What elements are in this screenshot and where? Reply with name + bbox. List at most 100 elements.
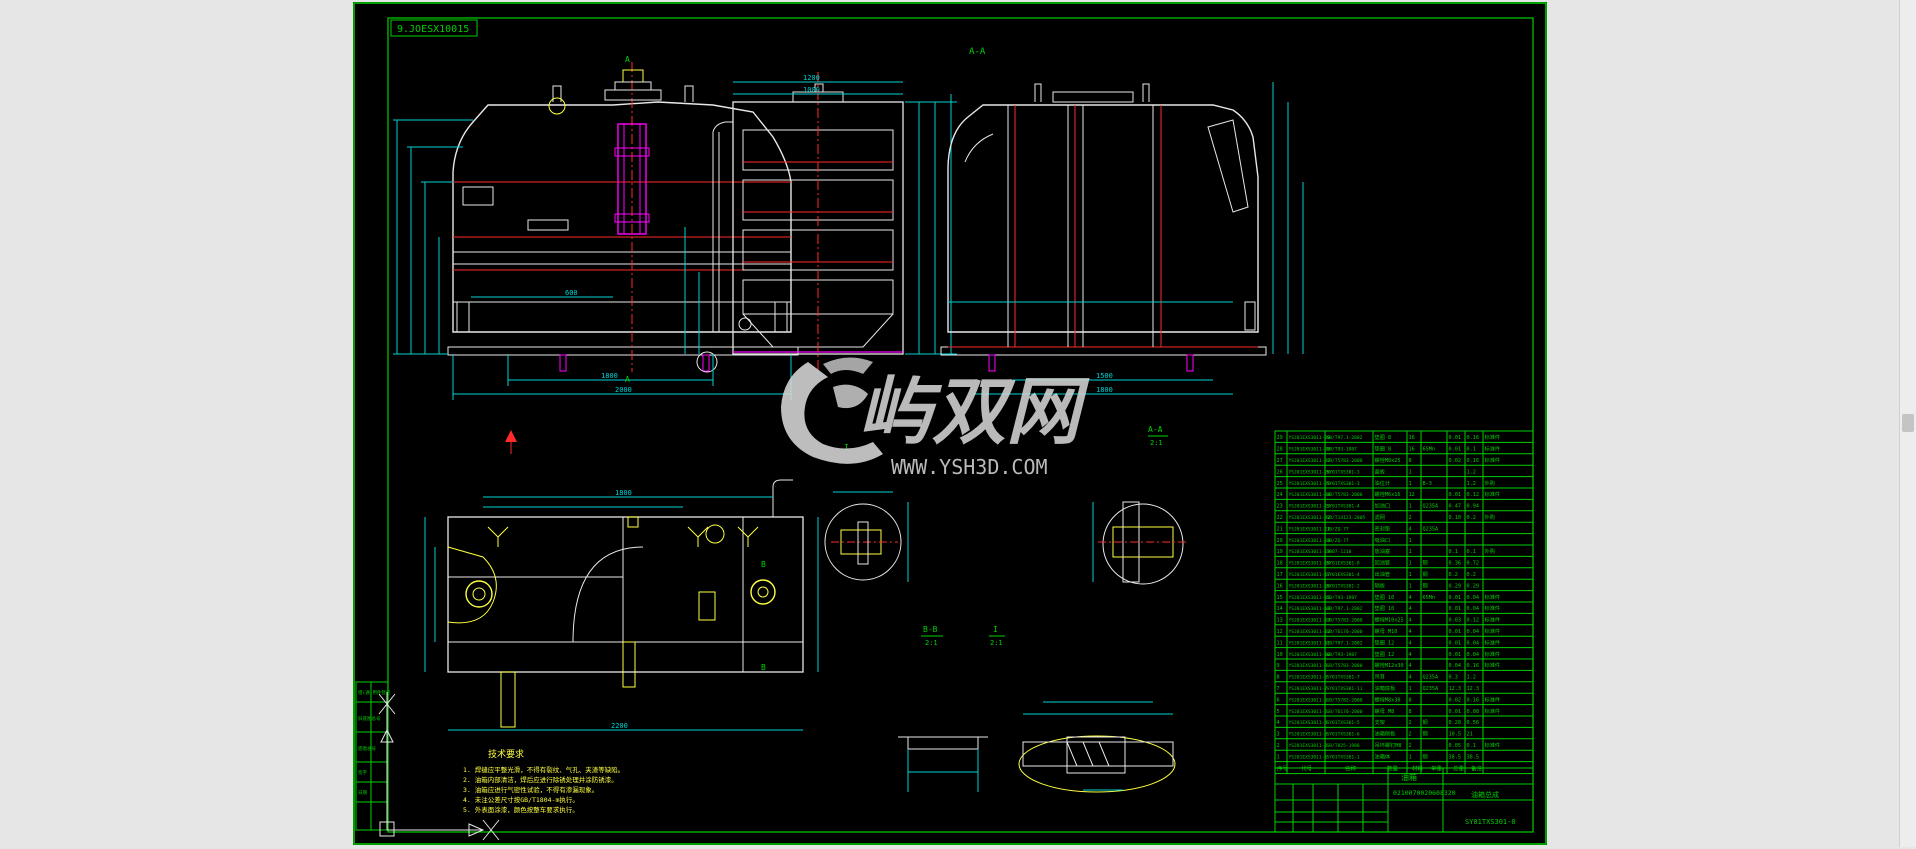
bom-cell: 2 xyxy=(1409,743,1412,749)
bom-cell: 4 xyxy=(1409,652,1412,658)
bom-cell: 2 xyxy=(1409,732,1412,738)
bom-cell: 26 xyxy=(1277,469,1283,475)
bom-cell: 0.1 xyxy=(1467,549,1476,555)
bom-cell: 滤网 xyxy=(1375,513,1385,521)
title-part-code: 0210070020608320 xyxy=(1393,789,1456,797)
bom-cell: SY01TXS301-1 xyxy=(1327,754,1360,760)
bom-cell: 0.04 xyxy=(1467,652,1480,658)
bom-cell: 25 xyxy=(1277,481,1283,487)
bom-cell: 0.12 xyxy=(1467,618,1480,624)
bom-cell: 0.02 xyxy=(1449,697,1462,703)
bom-cell: SY01TXS301-6 xyxy=(1327,732,1360,738)
bom-cell: 标准件 xyxy=(1485,650,1501,658)
bom-cell: 标准件 xyxy=(1485,661,1501,669)
bom-cell: 标准件 xyxy=(1485,445,1501,453)
bom-cell: 24 xyxy=(1277,492,1283,498)
front-view: 2000 1800 600 A A xyxy=(393,55,799,400)
detail-view-flange xyxy=(1018,701,1176,793)
bom-cell: 10.5 xyxy=(1449,732,1462,738)
bom-cell: YSJ01EXS3011-24 xyxy=(1289,492,1331,498)
bom-cell: 0.03 xyxy=(1449,618,1462,624)
scrollbar-thumb[interactable] xyxy=(1902,414,1914,432)
detail-view-aa: A-A 2:1 xyxy=(1092,425,1188,585)
title-block: 油箱 0210070020608320 油箱总成 SY01TXS301-0 xyxy=(1274,767,1534,833)
bom-cell: 28 xyxy=(1277,447,1283,453)
bom-cell: YSJ01EXS3011-23 xyxy=(1289,504,1331,510)
bom-cell: 出油管 xyxy=(1375,570,1391,578)
title-project: 油箱 xyxy=(1401,772,1417,782)
bom-cell: 标准件 xyxy=(1485,707,1501,715)
bom-cell: GB/T5783-2000 xyxy=(1327,618,1363,624)
bom-cell: 0.16 xyxy=(1467,663,1480,669)
bom-cell: 12 xyxy=(1277,629,1283,635)
strip-label-3: 底图总号 xyxy=(358,745,376,752)
bom-cell: 0.29 xyxy=(1467,583,1480,589)
detail-aa-title: A-A xyxy=(1148,425,1163,434)
bom-cell: 油箱底板 xyxy=(1375,684,1397,692)
bom-cell: 1 xyxy=(1409,538,1412,544)
bom-cell: GB/T93-1987 xyxy=(1327,652,1358,658)
detail-aa-scale: 2:1 xyxy=(1150,439,1163,447)
bom-cell: 支架 xyxy=(1375,718,1385,726)
bom-cell: 油位计 xyxy=(1375,479,1391,487)
bom-cell: 14 xyxy=(1277,606,1283,612)
bom-cell: Q235A xyxy=(1423,686,1439,692)
plan-view: 2200 1800 B B xyxy=(424,430,819,731)
bom-cell: 0.2 xyxy=(1449,572,1458,578)
bom-cell: 10 xyxy=(1277,652,1283,658)
bom-cell: 1 xyxy=(1409,504,1412,510)
bom-cell: 0.01 xyxy=(1449,652,1462,658)
section-aa-title: A-A xyxy=(969,47,986,57)
bom-cell: SY01TXS301-5 xyxy=(1327,720,1360,726)
bom-cell: 0.28 xyxy=(1449,720,1462,726)
bom-header-cell: 序号 xyxy=(1277,765,1289,773)
front-width-dim: 2000 xyxy=(615,386,632,394)
bom-cell: 标准件 xyxy=(1485,456,1501,464)
bom-cell: 1 xyxy=(1409,481,1412,487)
detail-bb-title: B-B xyxy=(923,625,938,634)
strip-label-1: 借(通)用件登记 xyxy=(358,689,391,696)
tech-notes-title: 技术要求 xyxy=(488,748,524,760)
bom-cell: GB/T5782-2000 xyxy=(1327,697,1363,703)
bom-cell: 0.04 xyxy=(1467,629,1480,635)
bom-cell: 12.3 xyxy=(1449,686,1462,692)
vertical-scrollbar[interactable] xyxy=(1899,0,1916,847)
bom-cell: GB/T97.1-2002 xyxy=(1327,435,1363,441)
bom-cell: YSJ01EXS3011-13 xyxy=(1289,618,1331,624)
bom-cell: YSJ01EXS3011-17 xyxy=(1289,572,1331,578)
bom-cell: GB/T14123-2005 xyxy=(1327,515,1366,521)
bom-cell: 0.16 xyxy=(1467,435,1480,441)
bom-cell: YSJ01EXS3011-8 xyxy=(1289,675,1328,681)
bom-cell: 2 xyxy=(1277,743,1280,749)
bom-cell: 螺母 M8 xyxy=(1375,707,1395,715)
bom-cell: 垫圈 8 xyxy=(1375,445,1392,453)
bom-cell: 钢 xyxy=(1423,752,1428,760)
bom-cell: 标准件 xyxy=(1485,695,1501,703)
bom-cell: 标准件 xyxy=(1485,433,1501,441)
cad-drawing-sheet: 9.JOESX10015 xyxy=(353,2,1547,845)
bom-cell: 21 xyxy=(1467,732,1473,738)
tech-note-4: 4. 未注公差尺寸按GB/T1804-m执行。 xyxy=(463,795,579,804)
bom-cell: 放油塞 xyxy=(1375,547,1391,555)
bom-cell: 密封垫 xyxy=(1375,524,1391,532)
bom-cell: 螺栓M8x25 xyxy=(1375,456,1401,464)
bom-header-cell: 代号 xyxy=(1301,765,1313,773)
bom-cell: 标准件 xyxy=(1485,490,1501,498)
bom-header-cell: 总重 xyxy=(1453,765,1465,773)
right-view: 1800 1500 xyxy=(940,82,1304,395)
bom-cell: YSJ01EXS3011-29 xyxy=(1289,435,1331,441)
bom-cell: GB/T97.1-2002 xyxy=(1327,606,1363,612)
bom-header-cell: 材料 xyxy=(1412,765,1424,773)
bom-cell: 0.2 xyxy=(1467,515,1476,521)
bom-cell: 17 xyxy=(1277,572,1283,578)
bom-cell: 12.3 xyxy=(1467,686,1480,692)
bom-cell: YSJ01EXS3011-28 xyxy=(1289,447,1331,453)
bom-cell: 0.47 xyxy=(1449,504,1462,510)
bom-cell: 4 xyxy=(1409,629,1412,635)
right-width-dim: 1800 xyxy=(1096,386,1113,394)
ucs-icon xyxy=(378,692,500,841)
bom-cell: YSJ01EXS3011-7 xyxy=(1289,686,1328,692)
bom-cell: 标准件 xyxy=(1485,638,1501,646)
bom-cell: 38.5 xyxy=(1467,754,1480,760)
